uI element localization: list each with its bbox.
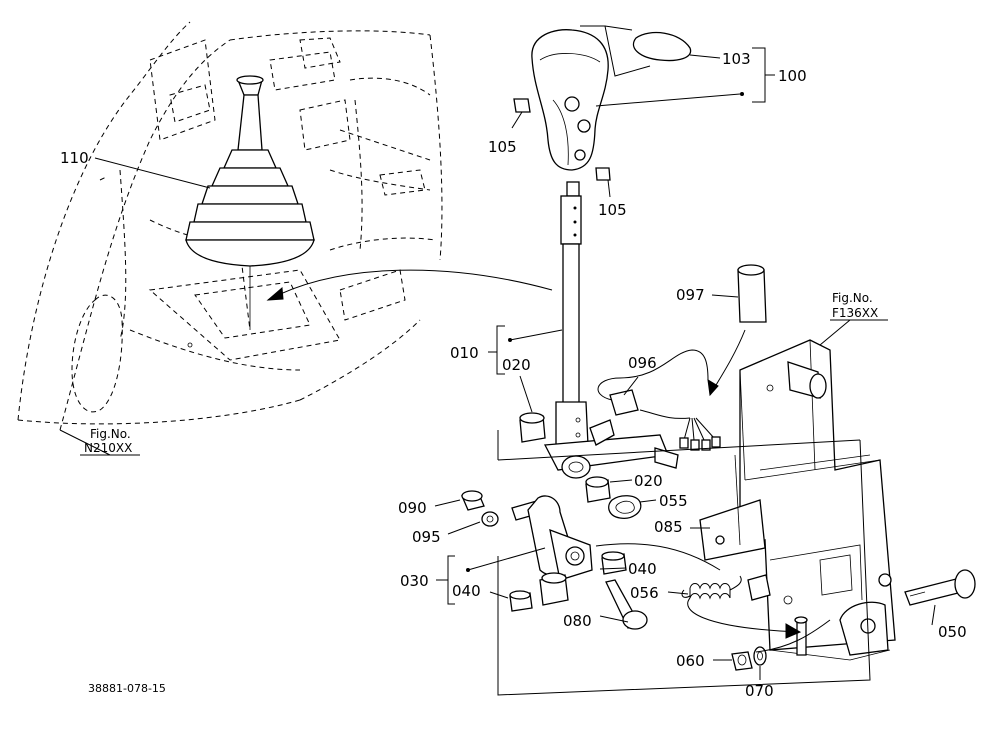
fig-ref-label: Fig.No. xyxy=(832,291,873,305)
label-110: 110 xyxy=(60,149,89,167)
mounting-bracket xyxy=(699,339,896,661)
label-020: 020 xyxy=(502,356,531,374)
nut-090 xyxy=(461,490,485,511)
nut-060 xyxy=(731,651,753,671)
label-055: 055 xyxy=(659,492,688,510)
harness-096 xyxy=(597,349,721,451)
label-060: 060 xyxy=(676,652,705,670)
bolt-050 xyxy=(904,569,976,606)
bolt-080 xyxy=(605,579,648,630)
sleeve-097 xyxy=(707,264,767,397)
bushing-040 xyxy=(509,551,627,612)
seal-055 xyxy=(608,495,642,519)
label-085: 085 xyxy=(654,518,683,536)
link-arm-030 xyxy=(511,495,593,606)
assembly-arrow xyxy=(266,269,553,301)
label-070: 070 xyxy=(745,682,774,700)
label-097: 097 xyxy=(676,286,705,304)
label-040: 040 xyxy=(452,582,481,600)
label-050: 050 xyxy=(938,623,967,641)
washer-095 xyxy=(481,511,499,527)
label-056: 056 xyxy=(630,584,659,602)
fig-ref-n210: N210XX xyxy=(84,441,132,455)
shift-knob xyxy=(513,29,611,181)
label-030: 030 xyxy=(400,572,429,590)
label-096: 096 xyxy=(628,354,657,372)
label-010: 010 xyxy=(450,344,479,362)
label-090: 090 xyxy=(398,499,427,517)
clevis-pin xyxy=(794,616,808,656)
shift-lever-rod xyxy=(543,181,679,479)
washer-070 xyxy=(753,646,767,666)
fig-ref-label: Fig.No. xyxy=(90,427,131,441)
label-020: 020 xyxy=(634,472,663,490)
fig-ref-f136: F136XX xyxy=(832,306,878,320)
label-080: 080 xyxy=(563,612,592,630)
spring-056 xyxy=(681,575,802,639)
drawing-id: 38881-078-15 xyxy=(88,682,166,695)
leader-lines xyxy=(59,47,936,680)
label-103: 103 xyxy=(722,50,751,68)
label-105: 105 xyxy=(488,138,517,156)
bushing-020 xyxy=(519,412,611,503)
label-095: 095 xyxy=(412,528,441,546)
label-100: 100 xyxy=(778,67,807,85)
knob-cap xyxy=(580,25,692,77)
label-040: 040 xyxy=(628,560,657,578)
cab-floor-illustration xyxy=(17,21,443,431)
label-105: 105 xyxy=(598,201,627,219)
